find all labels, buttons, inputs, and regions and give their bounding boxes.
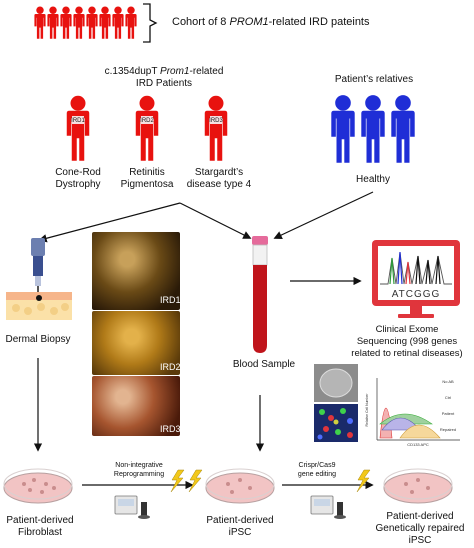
repaired-ipsc-dish-icon (383, 468, 453, 504)
flow-ylabel: Relative Cell Number (365, 393, 369, 427)
patient-person-icon (66, 95, 90, 161)
blood-sample-label: Blood Sample (232, 359, 296, 370)
fundus-label-ird2: IRD2 (160, 362, 181, 372)
lightning-icon (170, 469, 185, 493)
fundus-label-ird1: IRD1 (160, 295, 181, 305)
biopsy-punch-icon (31, 238, 45, 292)
patient-tag-box (72, 116, 84, 124)
flow-legend-patient: Patient (442, 411, 455, 416)
relative-figures (331, 95, 415, 163)
patients-header: c.1354dupT Prom1-related IRD Patients (104, 66, 224, 89)
relative-person-icon (391, 95, 415, 163)
cohort-person-icon (99, 6, 111, 39)
cohort-person-icon (112, 6, 124, 39)
arrow-relatives-to-blood (273, 191, 374, 239)
blood-tube-icon (252, 236, 268, 353)
patient-tag-box (210, 116, 222, 124)
patient-tag-box (141, 116, 153, 124)
patient-tag-2: IRD2 (140, 118, 154, 124)
cohort-label: Cohort of 8 PROM1-related IRD pateints (172, 16, 370, 28)
patient-person-icon (135, 95, 159, 161)
fundus-image-ird1 (92, 232, 180, 310)
cohort-person-icon (73, 6, 85, 39)
flow-legend-repaired: Repaired (440, 427, 456, 432)
flow-xlabel: CD133 APC (407, 442, 429, 447)
cohort-person-icon (34, 6, 46, 39)
dermal-biopsy-label: Dermal Biopsy (5, 334, 71, 345)
lightning-icon (188, 469, 203, 493)
cohort-brace (143, 3, 158, 43)
fundus-label-ird3: IRD3 (160, 424, 181, 434)
arrow-patients-to-blood (179, 202, 252, 239)
fundus-image-ird2 (92, 311, 180, 375)
patient-figures (66, 95, 228, 161)
electroporator-icon (310, 495, 346, 519)
skin-layer-icon (6, 292, 72, 320)
fibroblast-dish-icon (3, 468, 73, 504)
sequencer-text: ATCGGG (392, 289, 441, 300)
relatives-header: Patient’s relatives (334, 74, 414, 85)
patient-tag-1: IRD1 (71, 118, 85, 124)
arrow-patients-to-biopsy (38, 202, 181, 243)
flow-legend-ctrl: Ctrl (445, 395, 451, 400)
cohort-person-icon (125, 6, 137, 39)
patient-tag-3: IRD3 (209, 118, 223, 124)
relatives-label: Healthy (356, 174, 390, 185)
sequencer-monitor-icon (372, 240, 460, 318)
flow-histogram: Relative Cell Number CD133 APC No AB Ctr… (365, 378, 460, 447)
flow-legend-noab: No AB (442, 379, 454, 384)
relative-person-icon (361, 95, 385, 163)
electroporator-icon (114, 495, 150, 519)
ipsc-dish-icon (205, 468, 275, 504)
cohort-person-icon (60, 6, 72, 39)
lightning-icon (356, 469, 371, 493)
cohort-people (34, 6, 137, 39)
relative-person-icon (331, 95, 355, 163)
cohort-person-icon (47, 6, 59, 39)
patient-person-icon (204, 95, 228, 161)
fundus-image-ird3 (92, 376, 180, 436)
cohort-person-icon (86, 6, 98, 39)
